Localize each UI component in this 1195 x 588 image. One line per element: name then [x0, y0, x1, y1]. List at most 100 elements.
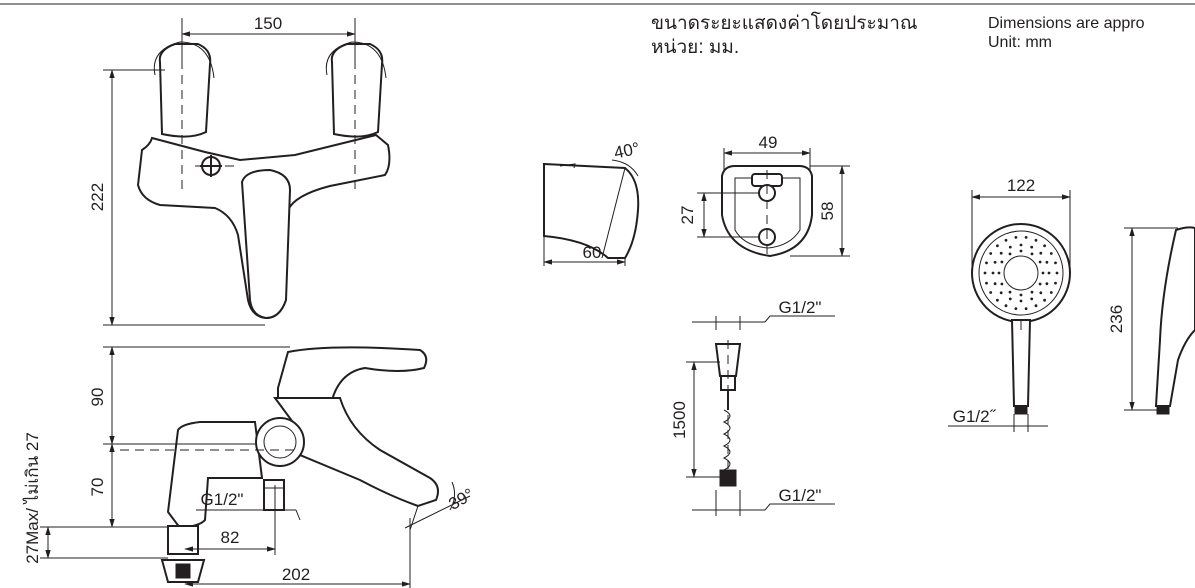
- nozzle-dot: [1034, 304, 1038, 308]
- holder-height-label: 58: [818, 202, 837, 221]
- shower-length-label: 236: [1107, 305, 1126, 333]
- nozzle-dot: [1054, 281, 1057, 285]
- nozzle-dot: [993, 282, 997, 286]
- nozzle-dot: [1004, 304, 1008, 308]
- shower-head-center-ring: [1003, 255, 1039, 291]
- nozzle-dot: [1019, 293, 1023, 297]
- nozzle-dot: [989, 291, 993, 294]
- lever-handle-side: [277, 346, 428, 401]
- shower-thread-end: [1014, 405, 1028, 415]
- nozzle-dot: [991, 271, 995, 275]
- inlet-thread-label: G1/2": [201, 490, 244, 509]
- shower-diameter-label: 122: [1007, 176, 1035, 195]
- nozzle-dot: [1008, 297, 1012, 301]
- nozzle-dot: [1019, 243, 1023, 247]
- shower-nozzles: [983, 236, 1059, 310]
- nozzle-dot: [1039, 251, 1043, 255]
- nozzle-dot: [999, 251, 1003, 255]
- hand-shower-front-view: 122 G1/2˝: [948, 176, 1071, 432]
- height-90-label: 90: [88, 388, 107, 407]
- thai-note-line-1: ขนาดระยะแสดงค่าโดยประมาณ: [651, 13, 918, 34]
- height-222-label: 222: [88, 183, 107, 211]
- holder-angle-label: 40°: [612, 139, 641, 163]
- nozzle-dot: [1024, 236, 1028, 239]
- nozzle-dot: [985, 281, 988, 285]
- nozzle-dot: [1034, 238, 1038, 242]
- holder-hole-spacing-label: 27: [678, 206, 697, 225]
- nozzle-dot: [1049, 291, 1053, 294]
- nozzle-dot: [1008, 245, 1012, 249]
- nozzle-dot: [1019, 249, 1023, 253]
- nozzle-dot: [1000, 282, 1004, 286]
- nozzle-dot: [997, 271, 1001, 275]
- mixer-side-view: 90 70 27Max/ ไม่เกิน 27 G1/2" 82 202 39°: [22, 346, 477, 588]
- nozzle-dot: [1039, 291, 1043, 295]
- nozzle-dot: [1045, 282, 1049, 286]
- wall-thickness-label: 27Max/ ไม่เกิน 27: [22, 432, 42, 564]
- hand-shower-side-view: 236: [1107, 226, 1195, 415]
- nozzle-dot: [996, 244, 999, 248]
- left-knob: [158, 43, 212, 138]
- height-70-label: 70: [88, 478, 107, 497]
- nozzle-dot: [1047, 271, 1051, 275]
- hose-view: G1/2" 1500 G1/2": [670, 298, 835, 516]
- mixer-body-side: [166, 421, 264, 530]
- nozzle-dot: [1008, 290, 1012, 294]
- nozzle-dot: [1000, 260, 1004, 264]
- hose-bottom-thread-label: G1/2": [779, 486, 822, 505]
- nozzle-dot: [1004, 238, 1008, 242]
- nozzle-dot: [1043, 244, 1046, 248]
- nozzle-dot: [1019, 299, 1023, 303]
- nozzle-dot: [1030, 245, 1034, 249]
- lever-handle-front: [240, 168, 292, 320]
- holder-front-view: 49 58 27: [678, 133, 850, 258]
- shower-handle-front: [1010, 319, 1032, 407]
- offset-82-label: 82: [221, 528, 240, 547]
- holder-depth-label: 60: [583, 243, 602, 262]
- holder-front-body: [721, 165, 813, 258]
- shower-thread-label: G1/2˝: [953, 407, 997, 426]
- approx-dimensions-note-thai: ขนาดระยะแสดงค่าโดยประมาณ หน่วย: มม.: [651, 12, 918, 60]
- nozzle-dot: [1045, 260, 1049, 264]
- diverter-side: [255, 417, 305, 467]
- depth-202-label: 202: [282, 565, 310, 584]
- nozzle-dot: [1014, 307, 1018, 310]
- holder-side-body: [543, 162, 640, 259]
- english-note-line-1: Dimensions are appro: [988, 15, 1145, 32]
- nozzle-dot: [1030, 290, 1034, 294]
- nozzle-dot: [1043, 298, 1046, 302]
- hose-top-thread-label: G1/2": [779, 298, 822, 317]
- hose-length-label: 1500: [670, 401, 689, 439]
- nozzle-dot: [1038, 282, 1042, 286]
- nozzle-dot: [1038, 260, 1042, 264]
- english-note-line-2: Unit: mm: [988, 34, 1052, 51]
- width-150-label: 150: [254, 14, 282, 33]
- nozzle-dot: [1054, 261, 1057, 265]
- shower-head-outer: [971, 223, 1071, 323]
- nozzle-dot: [996, 298, 999, 302]
- nozzle-dot: [1030, 297, 1034, 301]
- shower-side-body: [1154, 226, 1195, 407]
- nozzle-dot: [985, 261, 988, 265]
- nozzle-dot: [1008, 252, 1012, 256]
- left-knob-outline: [153, 41, 215, 79]
- wall-nut: [167, 525, 199, 555]
- nozzle-dot: [1014, 236, 1018, 239]
- hose-braid: [722, 409, 731, 471]
- nozzle-dot: [1049, 252, 1053, 255]
- right-knob-outline: [325, 41, 387, 79]
- holder-side-view: 60 40°: [543, 139, 641, 266]
- inlet-connector: [263, 479, 285, 511]
- nozzle-dot: [983, 271, 987, 275]
- nozzle-dot: [1041, 271, 1045, 275]
- nozzle-dot: [1024, 307, 1028, 310]
- nozzle-dot: [993, 260, 997, 264]
- mixer-front-view: 150 222: [88, 14, 391, 326]
- thai-note-line-2: หน่วย: มม.: [651, 37, 740, 58]
- holder-width-label: 49: [759, 133, 778, 152]
- right-knob: [330, 43, 384, 138]
- spout-side: [273, 397, 439, 508]
- hose-bottom-nut: [719, 469, 737, 487]
- nozzle-dot: [1030, 252, 1034, 256]
